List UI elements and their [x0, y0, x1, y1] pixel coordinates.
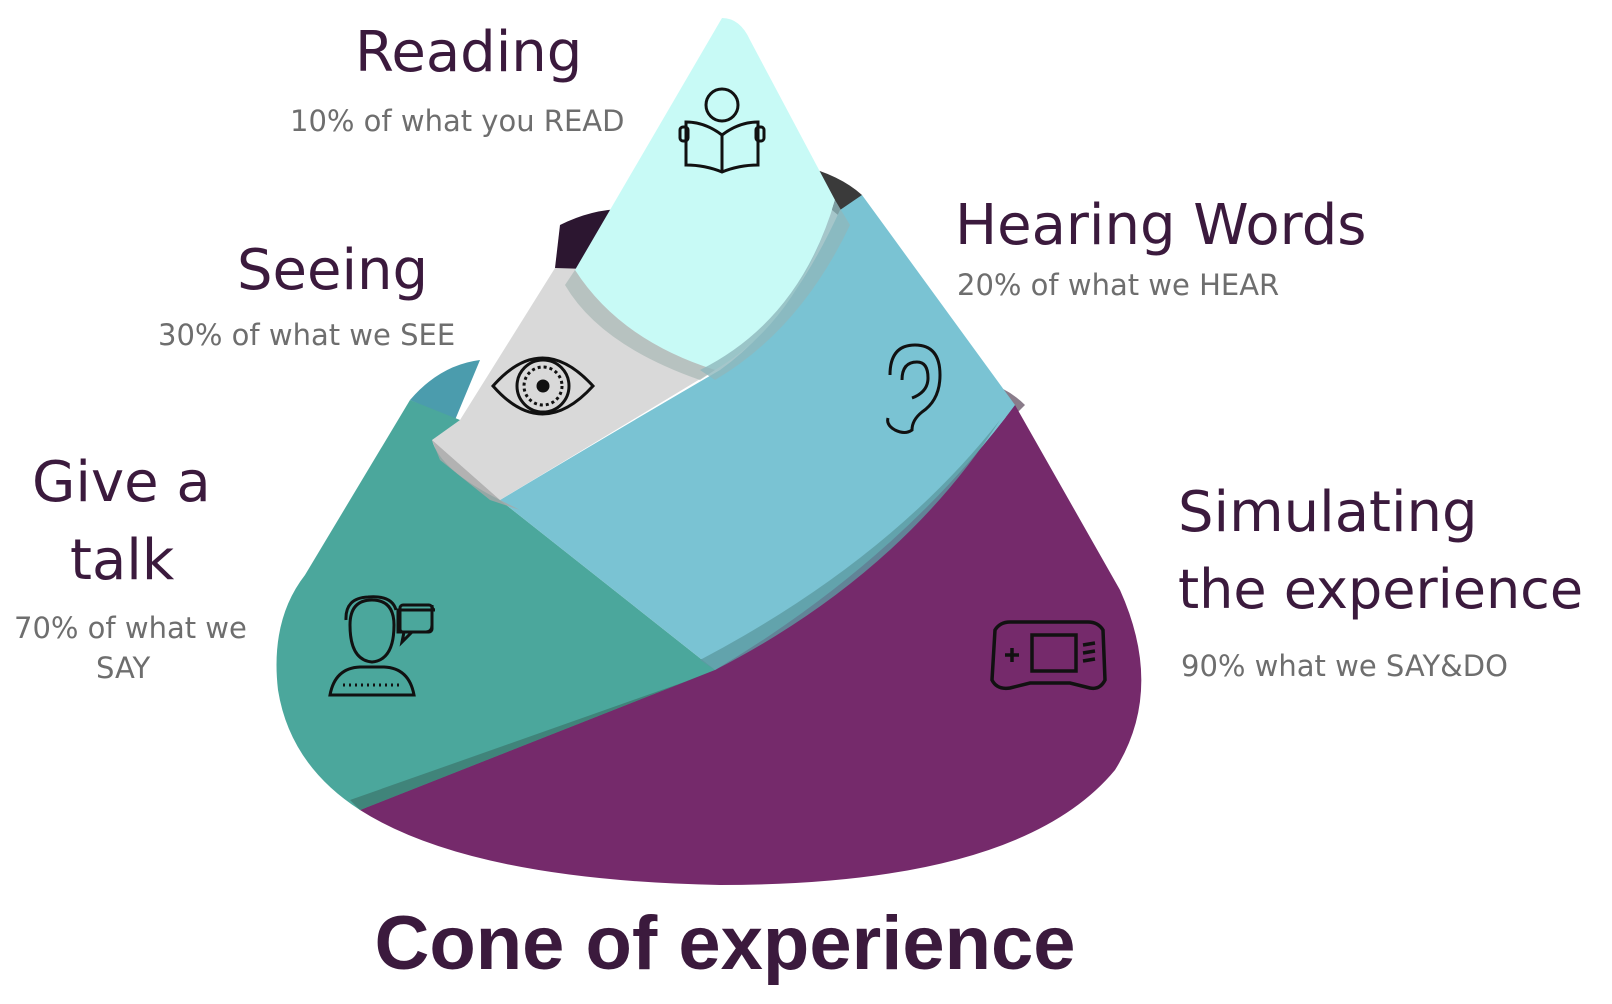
cone-rim-back: [410, 360, 480, 420]
game-console-icon: [990, 620, 1107, 691]
overlap-band-5: [350, 670, 715, 810]
segment-reading: [575, 18, 835, 370]
ear-icon: [886, 343, 942, 434]
diagram-title: Cone of experience: [374, 901, 1076, 986]
hearing-subtitle: 20% of what we HEAR: [957, 268, 1280, 302]
segment-seeing: [432, 268, 715, 500]
talk-title-line2: talk: [70, 528, 175, 593]
overlap-band-1: [565, 270, 715, 380]
reading-subtitle: 10% of what you READ: [290, 104, 625, 138]
simulating-title-line1: Simulating: [1178, 480, 1478, 545]
talk-subtitle-line2: SAY: [96, 651, 151, 685]
talk-title-line1: Give a: [32, 450, 211, 515]
talk-subtitle-line1: 70% of what we: [14, 611, 247, 645]
segment-hearing: [500, 195, 1015, 670]
seeing-subtitle: 30% of what we SEE: [158, 318, 456, 352]
seeing-title: Seeing: [237, 238, 429, 303]
overlap-band-4: [700, 405, 1015, 670]
overlap-band-2: [700, 200, 850, 380]
simulating-subtitle: 90% what we SAY&DO: [1181, 649, 1508, 683]
reading-title: Reading: [355, 20, 583, 85]
open-book-reader-icon: [678, 87, 766, 174]
eye-icon: [491, 356, 596, 416]
hearing-title: Hearing Words: [955, 193, 1367, 258]
segment-talk: [276, 400, 715, 810]
speaker-person-icon: [328, 595, 436, 697]
simulating-title-line2: the experience: [1178, 558, 1584, 621]
